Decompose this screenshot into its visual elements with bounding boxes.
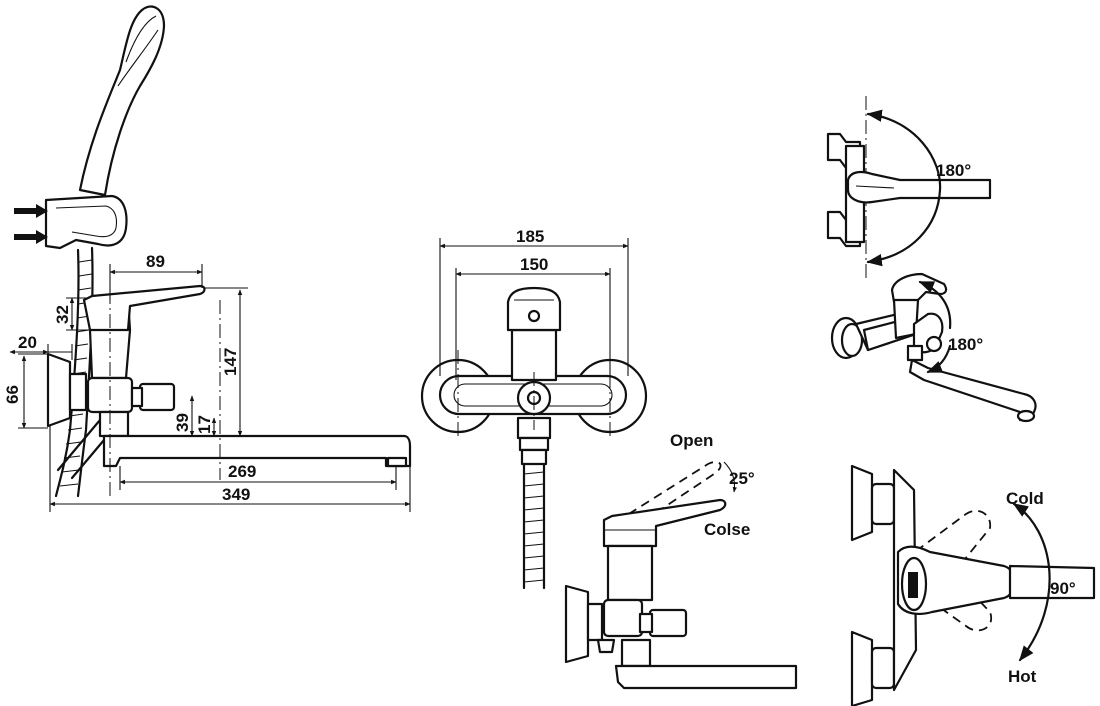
lever-closed-position: [602, 498, 727, 548]
dimension-17: 17: [195, 415, 217, 437]
dimension-32: 32: [53, 297, 88, 331]
dimension-label-147: 147: [221, 348, 240, 376]
dimension-label-39: 39: [173, 413, 192, 432]
lever-angle-label: 90°: [1050, 579, 1076, 598]
wall-flange: [46, 352, 72, 428]
top-rotation-view: 180°: [826, 96, 992, 282]
iso-angle-label: 180°: [948, 335, 983, 354]
angle-25-label: 25°: [729, 469, 755, 488]
iso-spout: [908, 358, 1037, 422]
side-view: 89 32 20 66 147 39 17: [3, 5, 412, 512]
dimension-label-20: 20: [18, 333, 37, 352]
close-label: Colse: [704, 520, 750, 539]
wall-screw-icon: [14, 204, 48, 244]
dimension-89: 89: [109, 252, 203, 300]
spout: [102, 434, 412, 468]
dimension-label-349: 349: [222, 485, 250, 504]
dimension-147: 147: [204, 287, 248, 437]
hot-label: Hot: [1008, 667, 1037, 686]
dimension-label-89: 89: [146, 252, 165, 271]
iso-rotation-view: 180°: [830, 272, 1037, 423]
dimension-label-269: 269: [228, 462, 256, 481]
lever-handle: [82, 284, 206, 332]
dimension-label-185: 185: [516, 227, 544, 246]
dimension-label-17: 17: [195, 415, 214, 434]
lever-open-position: [615, 461, 722, 527]
shower-head: [78, 5, 166, 197]
dimension-349: 349: [49, 426, 411, 512]
shower-holder: [44, 194, 128, 250]
lever-rotation-view: Cold 90° Hot: [850, 464, 1096, 706]
dimension-150: 150: [455, 255, 611, 380]
front-hose: [522, 462, 546, 590]
dimension-20: 20: [9, 333, 73, 360]
dimension-66: 66: [3, 353, 48, 429]
cold-label: Cold: [1006, 489, 1044, 508]
lever-hot-position: [903, 559, 993, 632]
handle-open-close-view: Open 25° Colse: [564, 431, 798, 690]
dimension-label-66: 66: [3, 385, 22, 404]
lever-cold-position: [903, 509, 991, 591]
front-view: 185 150: [420, 227, 648, 590]
dimension-269: 269: [119, 462, 397, 490]
front-lever: [506, 286, 562, 332]
dimension-185: 185: [439, 227, 629, 376]
dimension-label-32: 32: [53, 305, 72, 324]
dimension-label-150: 150: [520, 255, 548, 274]
top-angle-label: 180°: [936, 161, 971, 180]
dimension-39: 39: [173, 395, 195, 437]
iso-lever: [890, 272, 948, 304]
open-label: Open: [670, 431, 713, 450]
top-spout: [846, 170, 992, 204]
